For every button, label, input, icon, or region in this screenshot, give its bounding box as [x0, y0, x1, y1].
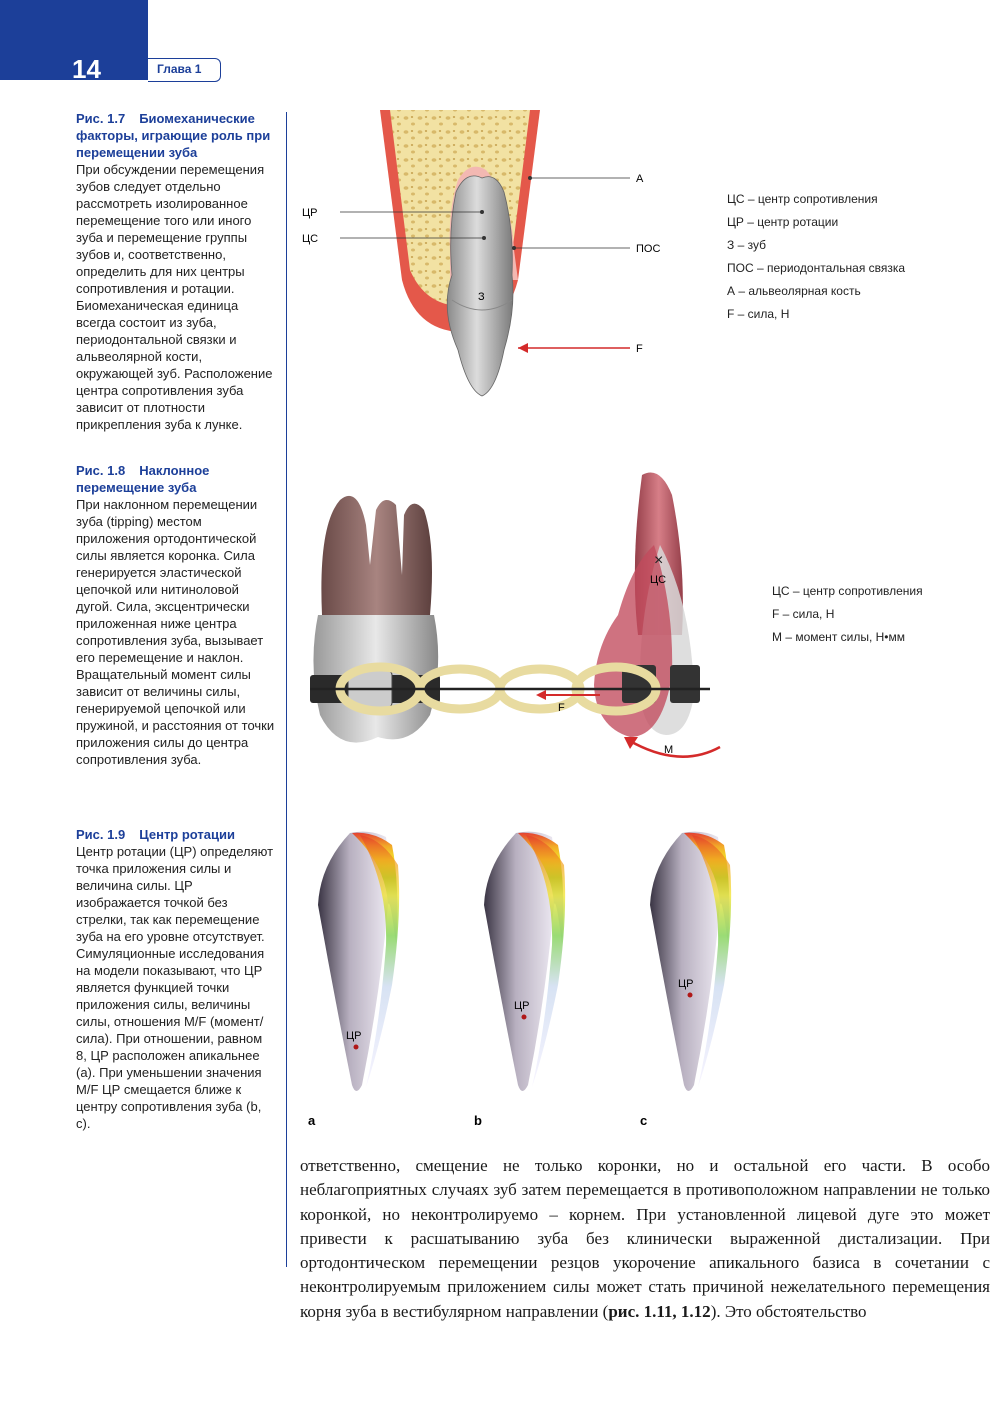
cr-point-c — [687, 992, 693, 998]
label-a: А — [636, 173, 644, 185]
legend-item: F – сила, Н — [772, 607, 835, 621]
sim-panel-b: ЦР b — [474, 831, 566, 1128]
fig17-title-text: Биомеханические факторы, играющие роль п… — [76, 111, 271, 160]
label-m: M — [664, 744, 673, 756]
legend-item: ЦС – центр сопротивления — [727, 192, 878, 206]
fig17-illustration: ЦР ЦС А ПОС F З — [302, 110, 660, 397]
fig17-legend: ЦС – центр сопротивления ЦР – центр рота… — [727, 188, 905, 326]
figure-reference: рис. 1.11, 1.12 — [608, 1301, 711, 1321]
fig19-caption: Рис. 1.9 Центр ротации Центр ротации (ЦР)… — [76, 826, 276, 1132]
legend-item: ЦС – центр сопротивления — [772, 584, 923, 598]
fig17-body: При обсуждении перемещения зубов следует… — [76, 162, 273, 432]
legend-item: З – зуб — [727, 238, 766, 252]
sim-panel-a: ЦР a — [308, 831, 400, 1128]
molar-roots — [321, 495, 432, 615]
legend-item: ПОС – периодонтальная связка — [727, 261, 906, 275]
cr-point-a — [353, 1044, 359, 1050]
label-cs: ЦС — [302, 233, 318, 245]
moment-arc — [629, 739, 721, 758]
cr-point-b — [521, 1014, 527, 1020]
cs-cross-mark: × — [654, 552, 663, 569]
fig18-illustration: × ЦС F M — [310, 472, 721, 758]
fig17-number: Рис. 1.7 — [76, 111, 126, 126]
cr-label-c: ЦР — [678, 978, 693, 990]
main-text-tail: ). Это обстоятельство — [710, 1301, 867, 1321]
canine-bracket-2 — [670, 665, 700, 703]
legend-item: ЦР – центр ротации — [727, 215, 839, 229]
legend-item: А – альвеолярная кость — [727, 284, 861, 298]
main-text: ответственно, смещение не только коронки… — [300, 1154, 990, 1324]
label-tooth: З — [478, 291, 485, 303]
chapter-label: Глава 1 — [157, 62, 202, 76]
page-number-tab — [0, 0, 148, 80]
fig19-title-text: Центр ротации — [139, 827, 235, 842]
label-pos: ПОС — [636, 243, 660, 255]
chapter-tab — [148, 58, 221, 82]
page-number: 14 — [72, 54, 101, 84]
tooth-shape — [446, 175, 514, 397]
label-cr: ЦР — [302, 207, 317, 219]
sidebar-divider — [286, 112, 287, 1267]
legend-item: M – момент силы, Н•мм — [772, 630, 906, 644]
force-arrow-head — [518, 343, 528, 353]
panel-letter-b: b — [474, 1113, 482, 1128]
cr-label-a: ЦР — [346, 1030, 361, 1042]
label-f: F — [636, 343, 643, 355]
label-f: F — [558, 702, 565, 714]
sim-panel-c: ЦР c — [640, 831, 732, 1128]
fig19-body: Центр ротации (ЦР) определяют точка прил… — [76, 844, 274, 1131]
main-text-body: ответственно, смещение не только коронки… — [300, 1156, 990, 1321]
fig18-title-text: Наклонное перемещение зуба — [76, 463, 210, 495]
cr-label-b: ЦР — [514, 1000, 529, 1012]
fig19-title: Рис. 1.9 Центр ротации — [76, 826, 276, 843]
panel-letter-c: c — [640, 1113, 647, 1128]
force-f-arrow — [536, 690, 546, 700]
moment-arrow-head — [624, 737, 638, 749]
label-cs: ЦС — [650, 574, 666, 586]
fig19-illustration: ЦР a ЦР b ЦР c — [308, 831, 732, 1128]
fig18-body: При наклонном перемещении зуба (tipping)… — [76, 497, 275, 767]
fig18-legend: ЦС – центр сопротивления F – сила, Н M –… — [772, 580, 923, 649]
panel-letter-a: a — [308, 1113, 316, 1128]
fig18-number: Рис. 1.8 — [76, 463, 126, 478]
fig19-number: Рис. 1.9 — [76, 827, 126, 842]
legend-item: F – сила, Н — [727, 307, 790, 321]
